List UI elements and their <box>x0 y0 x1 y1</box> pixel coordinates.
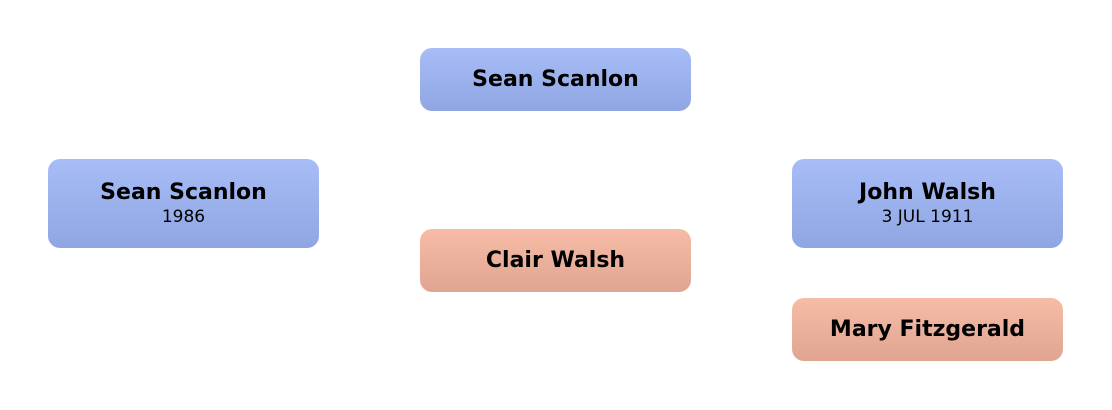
person-name: John Walsh <box>859 179 996 205</box>
person-box-father[interactable]: Sean Scanlon <box>420 48 691 111</box>
person-birth-date: 1986 <box>161 206 206 227</box>
person-name: Sean Scanlon <box>472 66 639 92</box>
person-box-subject[interactable]: Sean Scanlon 1986 <box>48 159 319 248</box>
person-box-maternal-grandmother[interactable]: Mary Fitzgerald <box>792 298 1063 361</box>
person-box-mother[interactable]: Clair Walsh <box>420 229 691 292</box>
person-name: Mary Fitzgerald <box>829 316 1026 342</box>
person-name: Clair Walsh <box>485 247 626 273</box>
person-name: Sean Scanlon <box>100 179 267 205</box>
person-birth-date: 3 JUL 1911 <box>881 206 974 227</box>
person-box-maternal-grandfather[interactable]: John Walsh 3 JUL 1911 <box>792 159 1063 248</box>
